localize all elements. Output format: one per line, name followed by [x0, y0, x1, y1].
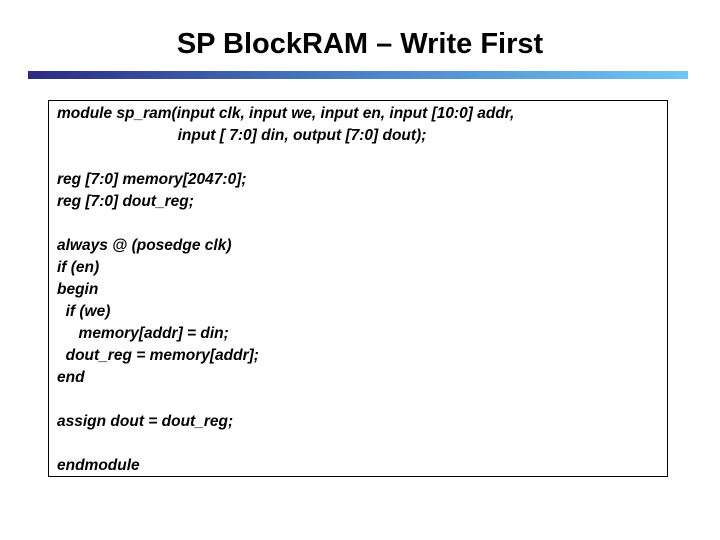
code-line: memory[addr] = din;: [57, 325, 229, 342]
title-accent-bar: [28, 71, 688, 79]
code-line: assign dout = dout_reg;: [57, 413, 234, 430]
code-line: module sp_ram(input clk, input we, input…: [57, 105, 515, 122]
page-title: SP BlockRAM – Write First: [176, 28, 544, 60]
code-line: begin: [57, 281, 99, 298]
code-line: [57, 433, 659, 455]
code-line: if (we): [57, 303, 111, 320]
code-line: [57, 389, 659, 411]
code-line: dout_reg = memory[addr];: [57, 347, 259, 364]
code-line: always @ (posedge clk): [57, 237, 232, 254]
code-line: end: [57, 369, 85, 386]
code-box: module sp_ram(input clk, input we, input…: [48, 100, 668, 477]
code-line: endmodule: [57, 457, 140, 474]
code-line: if (en): [57, 259, 100, 276]
code-line: input [ 7:0] din, output [7:0] dout);: [57, 127, 427, 144]
code-line: reg [7:0] dout_reg;: [57, 193, 194, 210]
code-line: [57, 213, 659, 235]
code-line: reg [7:0] memory[2047:0];: [57, 171, 247, 188]
code-line: [57, 147, 659, 169]
